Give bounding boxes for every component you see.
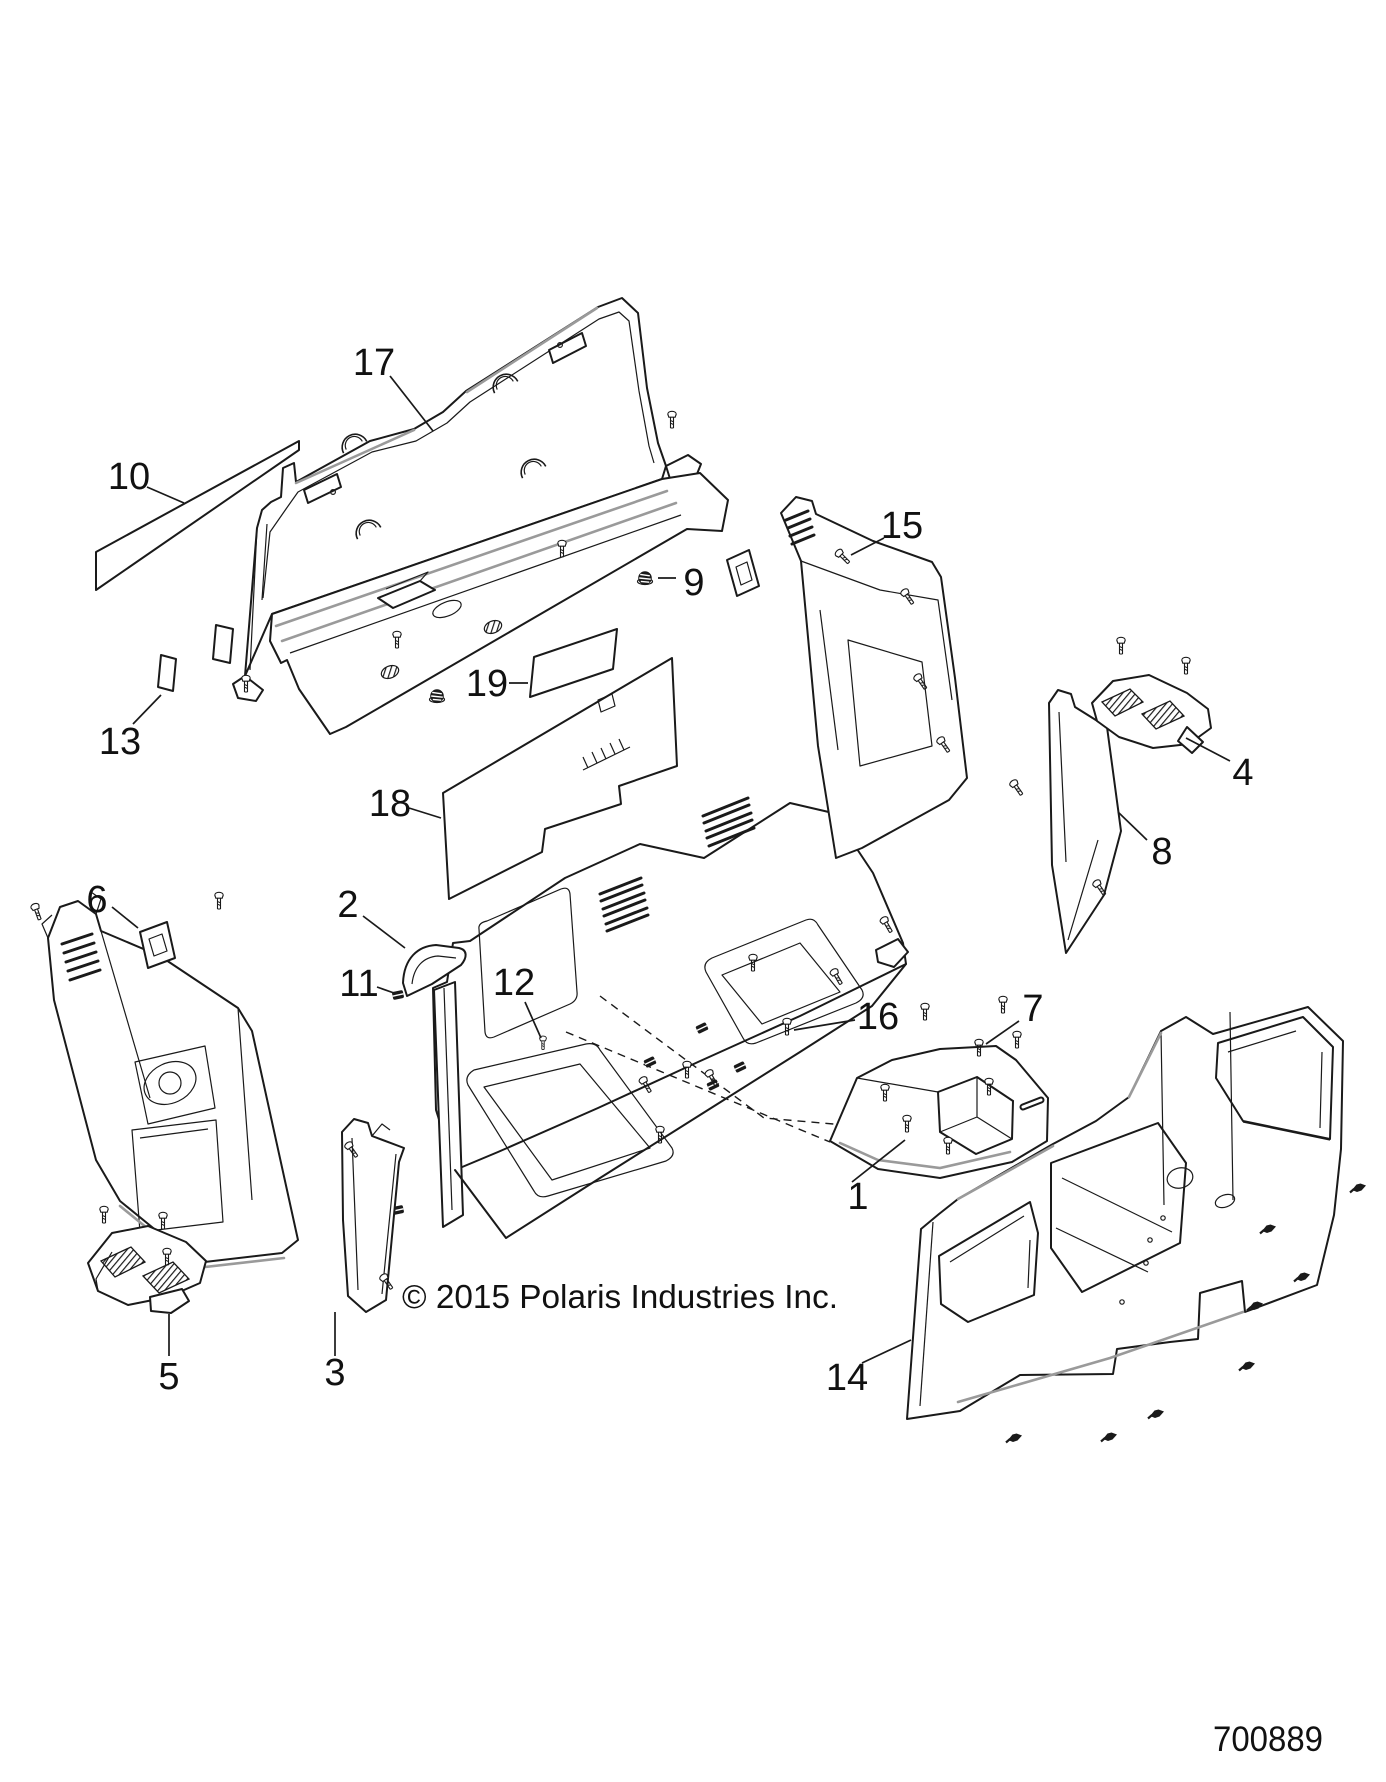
callout-8: 8 bbox=[1151, 831, 1172, 873]
part-3-pillar bbox=[341, 1118, 405, 1313]
callout-3: 3 bbox=[324, 1352, 345, 1394]
callout-1: 1 bbox=[847, 1176, 868, 1218]
part-1-center-closeoff bbox=[829, 1045, 1049, 1179]
callout-9: 9 bbox=[683, 562, 704, 604]
part-18-panel bbox=[442, 657, 678, 900]
figure-number: 700889 bbox=[1213, 1720, 1323, 1759]
callout-13: 13 bbox=[99, 721, 141, 763]
part-8-right-side-panel bbox=[726, 496, 1122, 954]
callout-7: 7 bbox=[1022, 988, 1043, 1030]
part-13-decal bbox=[157, 654, 177, 692]
callout-5: 5 bbox=[158, 1356, 179, 1398]
callout-19: 19 bbox=[466, 663, 508, 705]
part-8-pillar bbox=[1048, 689, 1122, 954]
tailgate-cutout-left bbox=[303, 473, 342, 504]
callout-17: 17 bbox=[353, 342, 395, 384]
part-14-rear-closeoff bbox=[906, 1006, 1344, 1420]
callout-6: 6 bbox=[86, 879, 107, 921]
mount-clip bbox=[726, 549, 760, 597]
callout-16: 16 bbox=[857, 996, 899, 1038]
copyright-text: © 2015 Polaris Industries Inc. bbox=[402, 1278, 838, 1315]
part-16-screw bbox=[782, 1017, 792, 1036]
callout-11: 11 bbox=[339, 963, 378, 1005]
plug-rivet bbox=[428, 688, 446, 704]
part-4-footrest-bracket bbox=[1091, 674, 1212, 754]
callout-18: 18 bbox=[369, 783, 411, 825]
part-3-left-side-panel bbox=[41, 891, 405, 1313]
callout-10: 10 bbox=[108, 456, 150, 498]
part-5-footrest-step bbox=[87, 1225, 207, 1314]
part-9-plug-rivet bbox=[636, 570, 654, 586]
callout-4: 4 bbox=[1232, 752, 1253, 794]
part-17-tailgate-panel bbox=[232, 297, 729, 735]
part-11-clip bbox=[391, 989, 405, 1001]
part-19-panel bbox=[529, 628, 618, 698]
tailgate-support-tray bbox=[269, 472, 729, 735]
callout-leader-lines bbox=[111, 375, 1231, 1364]
tailgate-cutout-right bbox=[548, 332, 587, 364]
part-6-clip bbox=[139, 921, 176, 969]
part-16-floor-panel bbox=[454, 918, 909, 1239]
part-12-rear-bulkhead bbox=[391, 796, 907, 1228]
callout-labels: 1 2 3 4 5 6 7 8 9 10 11 12 13 14 15 16 1… bbox=[86, 342, 1253, 1399]
small-decal-tab bbox=[212, 624, 234, 664]
callout-2: 2 bbox=[337, 884, 358, 926]
tray-grommet bbox=[380, 664, 400, 680]
callout-14: 14 bbox=[826, 1357, 868, 1399]
callout-12: 12 bbox=[493, 962, 535, 1004]
part-10-decal-strip bbox=[95, 440, 300, 591]
tray-grommet bbox=[483, 619, 503, 635]
callout-15: 15 bbox=[881, 505, 923, 547]
